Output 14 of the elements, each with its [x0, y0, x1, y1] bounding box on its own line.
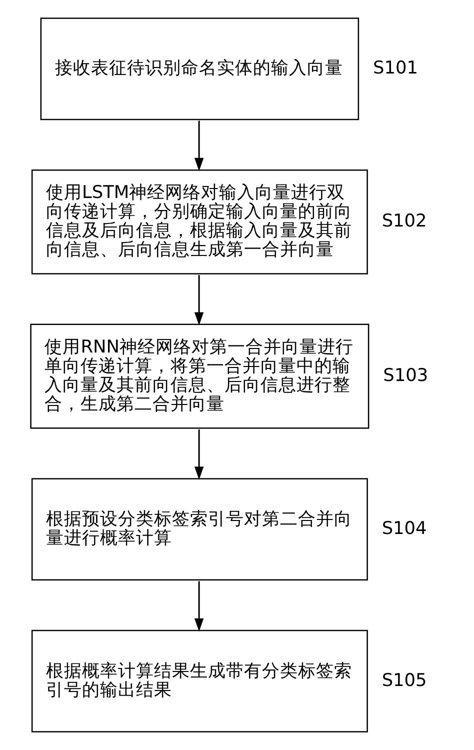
node-label: S103	[383, 366, 428, 386]
arrow	[194, 275, 204, 326]
arrow	[194, 581, 204, 632]
node-box: 根据概率计算结果生成带有分类标签索引号的输出结果	[31, 630, 368, 732]
node-box: 使用LSTM神经网络对输入向量进行双向传递计算，分别确定输入向量的前向信息及后向信息，根据输入向量及其前向信息、后向信息生成第一合并向量	[31, 169, 368, 274]
node-label: S104	[382, 519, 427, 540]
node-box: 使用RNN神经网络对第一合并向量进行单向传递计算，将第一合并向量中的输入向量及其前向信息、后向信息进行整合，生成第二合并向量	[30, 324, 370, 429]
arrow	[194, 429, 204, 480]
node-label: S102	[382, 212, 427, 232]
node-label: S105	[382, 670, 427, 691]
node-box: 接收表征待识别命名实体的输入向量	[40, 18, 360, 120]
node-label: S101	[372, 58, 418, 79]
node-box: 根据预设分类标签索引号对第二合并向量进行概率计算	[31, 478, 368, 581]
arrow	[194, 120, 204, 172]
